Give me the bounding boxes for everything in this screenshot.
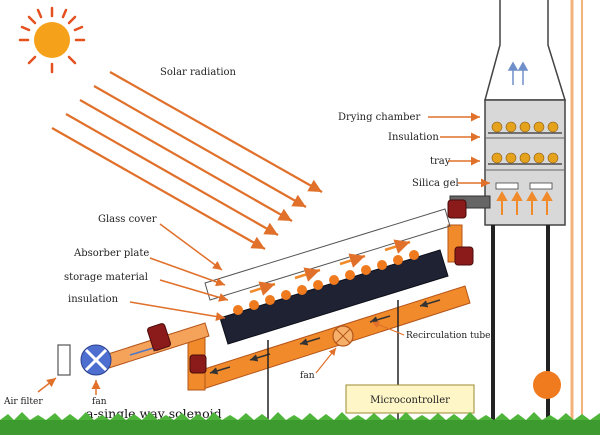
valve-top bbox=[447, 199, 467, 219]
microcontroller-label: Microcontroller bbox=[370, 395, 450, 406]
air-filter-icon bbox=[57, 344, 71, 376]
air-filter-label: Air filter bbox=[3, 397, 43, 407]
insulation-label: insulation bbox=[68, 294, 119, 305]
tray-label: tray bbox=[430, 156, 451, 167]
solar-radiation-label: Solar radiation bbox=[160, 67, 237, 78]
grass-ground bbox=[0, 412, 600, 435]
right-posts bbox=[570, 0, 583, 422]
orange-sphere bbox=[533, 371, 561, 399]
silica-gel-label: Silica gel bbox=[412, 178, 459, 189]
drying-chamber-label: Drying chamber bbox=[338, 112, 420, 123]
chamber-labels: Drying chamber Insulation tray Silica ge… bbox=[338, 112, 490, 189]
sun-icon bbox=[18, 6, 86, 74]
air-intake: Air filter fan bbox=[3, 344, 112, 407]
storage-material-label: storage material bbox=[64, 272, 148, 283]
solar-rays bbox=[51, 71, 323, 250]
glass-cover-label: Glass cover bbox=[98, 214, 157, 225]
storage-material-balls bbox=[233, 250, 419, 315]
center-fan-label: fan bbox=[300, 371, 315, 381]
drying-chamber bbox=[484, 0, 567, 422]
absorber-plate-label: Absorber plate bbox=[73, 248, 149, 259]
collector-labels: Glass cover Absorber plate storage mater… bbox=[64, 214, 490, 381]
valve-right bbox=[454, 246, 474, 266]
valve-left-bottom bbox=[189, 354, 207, 374]
recirculation-tube-label: Recirculation tube bbox=[406, 331, 490, 341]
valve-left bbox=[147, 323, 171, 351]
top-duct bbox=[447, 195, 491, 219]
microcontroller-box: Microcontroller bbox=[345, 384, 475, 414]
left-fan-label: fan bbox=[92, 397, 107, 407]
insulation-top-label: Insulation bbox=[388, 132, 439, 143]
